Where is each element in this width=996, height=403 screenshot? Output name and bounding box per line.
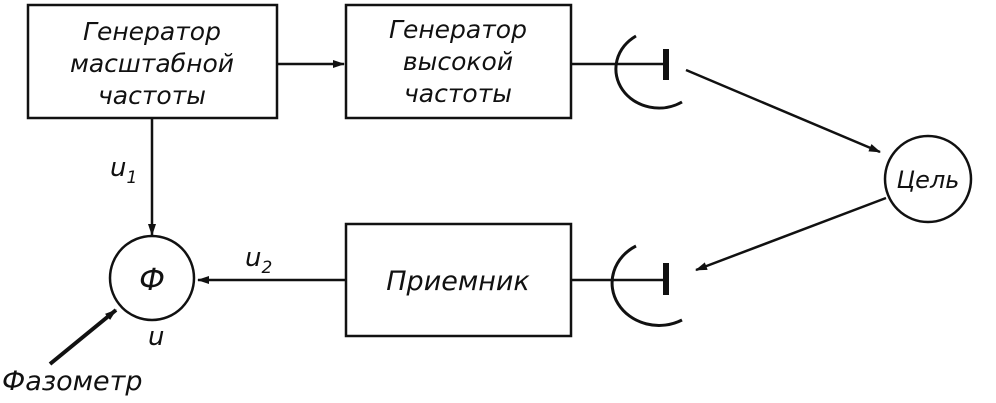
signal-u1-label: u1 <box>110 153 137 188</box>
scale-generator-line-1: Генератор <box>83 17 221 46</box>
receive-antenna-icon <box>610 244 683 327</box>
hf-generator-line-1: Генератор <box>389 15 527 44</box>
target-label: Цель <box>897 166 960 194</box>
high-frequency-generator-block: Генератор высокой частоты <box>344 3 573 120</box>
transmit-antenna-icon <box>614 34 683 110</box>
phase-meter-node: Ф <box>108 234 196 322</box>
signal-u2-label: u2 <box>245 243 272 278</box>
phase-meter-symbol: Ф <box>139 263 165 298</box>
receiver-label: Приемник <box>386 266 530 297</box>
transmit-wave-arrow <box>685 68 881 154</box>
hf-generator-line-3: частоты <box>404 79 512 108</box>
target-node: Цель <box>883 134 973 224</box>
receiver-block: Приемник <box>344 222 573 338</box>
scale-frequency-generator-block: Генератор масштабной частоты <box>26 3 279 120</box>
phasemeter-label: Фазометр <box>2 366 143 397</box>
reflected-wave-arrow <box>695 196 887 272</box>
signal-u-label: u <box>148 322 164 352</box>
phasemeter-pointer-arrow <box>48 308 118 366</box>
scale-generator-line-3: частоты <box>98 81 206 110</box>
hf-generator-line-2: высокой <box>403 47 513 76</box>
scale-generator-line-2: масштабной <box>70 49 234 78</box>
